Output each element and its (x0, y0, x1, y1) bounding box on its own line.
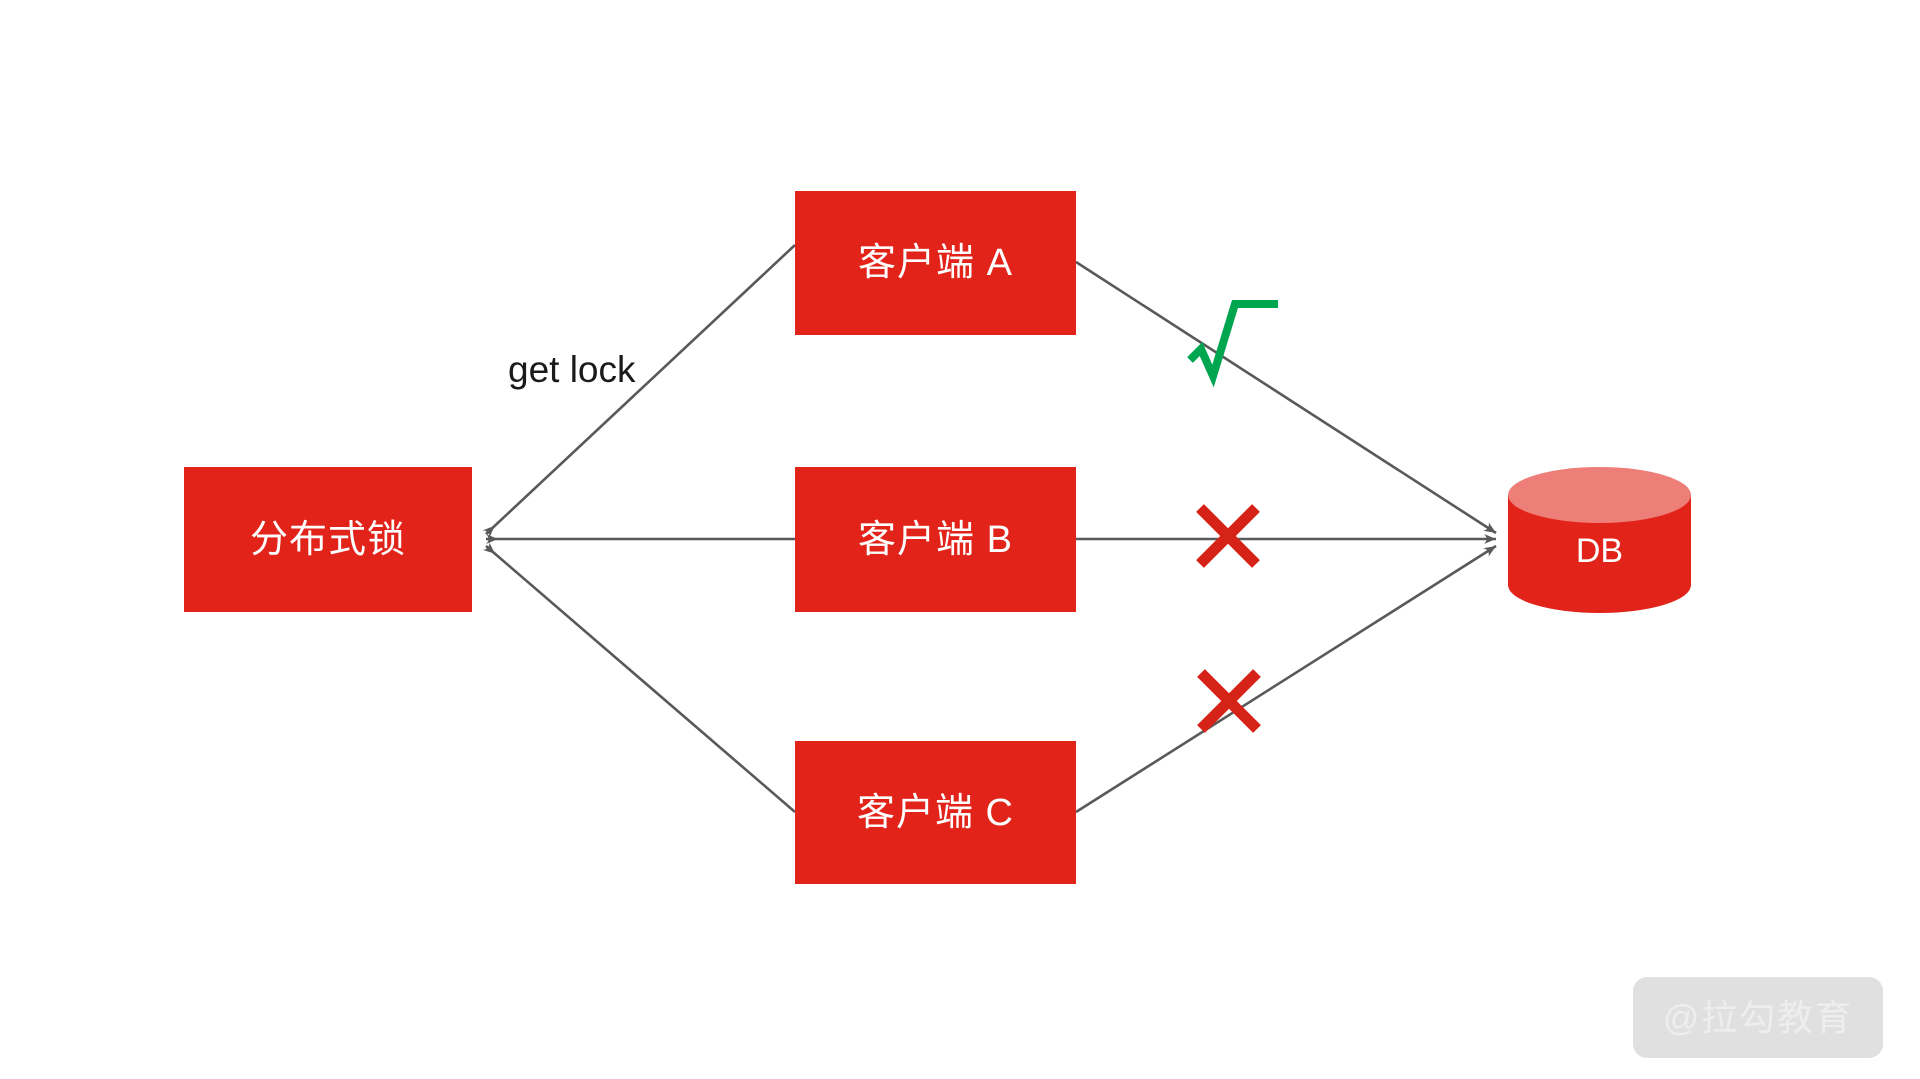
edge-client-a-to-db (1075, 260, 1497, 535)
edge-client-c-to-lock (482, 542, 796, 813)
node-client-a[interactable]: 客户端 A (795, 191, 1076, 335)
node-distributed-lock-label: 分布式锁 (249, 518, 406, 561)
edge-client-a-to-lock (482, 244, 796, 538)
edge-label-get-lock: get lock (508, 349, 636, 390)
cross-mark-icon (1196, 504, 1260, 568)
watermark: @拉勾教育 (1633, 977, 1883, 1058)
node-client-b-label: 客户端 B (858, 518, 1013, 561)
node-client-a-label: 客户端 A (858, 242, 1013, 284)
node-database[interactable]: DB (1508, 467, 1691, 613)
node-distributed-lock[interactable]: 分布式锁 (184, 467, 472, 612)
watermark-text: @拉勾教育 (1662, 996, 1854, 1038)
node-client-b[interactable]: 客户端 B (795, 467, 1076, 612)
node-client-c[interactable]: 客户端 C (795, 741, 1076, 884)
edge-client-c-to-db (1075, 544, 1497, 814)
node-client-c-label: 客户端 C (856, 791, 1014, 834)
database-cylinder-icon (1508, 467, 1691, 613)
cross-mark-icon (1197, 669, 1261, 733)
check-mark-icon (1187, 300, 1278, 388)
node-database-label: DB (1575, 532, 1624, 570)
